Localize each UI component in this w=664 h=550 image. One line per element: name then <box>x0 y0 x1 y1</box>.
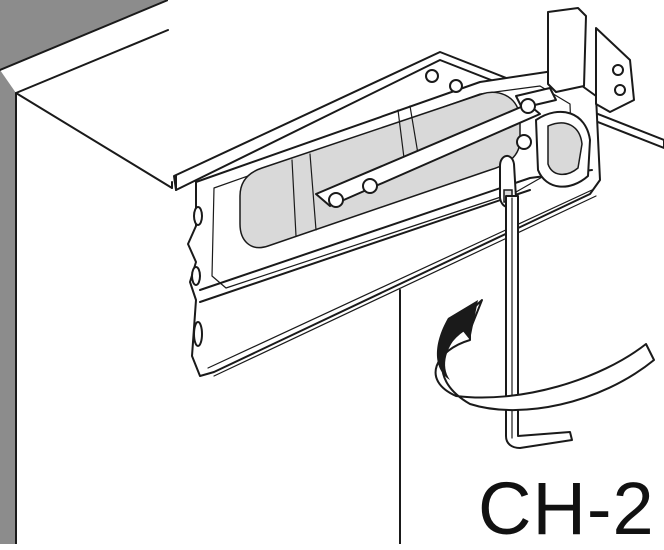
clockwise-rotation-arrow-icon <box>434 299 655 412</box>
hinge-arm <box>535 7 635 188</box>
mounting-plate <box>173 51 664 191</box>
wall-background <box>0 0 169 544</box>
figure-label: CH-2 <box>478 467 655 550</box>
